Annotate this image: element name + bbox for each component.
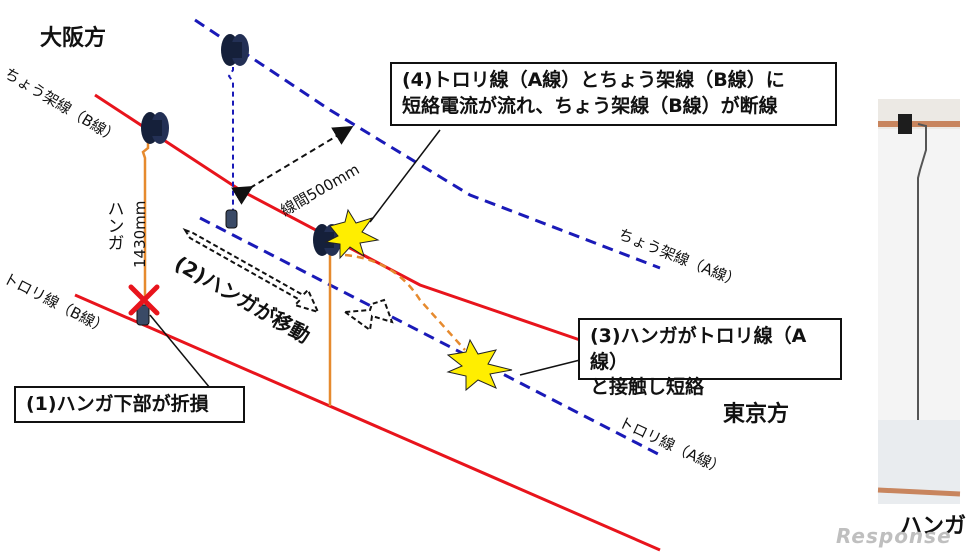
callout-4-line1: (4)トロリ線（A線）とちょう架線（B線）に [402,69,785,91]
reel-icon [221,34,249,66]
spark-icon-bottom [446,338,513,392]
callout-4-line2: 短絡電流が流れ、ちょう架線（B線）が断線 [402,94,778,117]
leader-c1 [149,314,211,389]
movement-arrow [182,228,394,332]
callout-messenger-cut: (4)トロリ線（A線）とちょう架線（B線）に 短絡電流が流れ、ちょう架線（B線）… [390,62,837,126]
trolley-wire-a [199,216,661,457]
spark-icon-top [324,208,380,260]
hanger-b [141,140,150,300]
messenger-wire-a [194,18,661,270]
leader-c4 [369,129,441,223]
hanger-length-label: 1430mm [131,200,149,268]
callout-hanger-broken: (1)ハンガ下部が折損 [14,386,245,423]
hanger-photo [877,99,961,504]
callout-1-text: (1)ハンガ下部が折損 [26,393,209,415]
callout-3-line1: (3)ハンガがトロリ線（A線） [590,325,807,373]
hanger-a [227,58,234,218]
ear-clip-b [136,304,150,326]
trolley-wire-b [74,293,661,552]
osaka-label: 大阪方 [40,26,107,51]
swinging-hanger [344,253,466,351]
watermark-logo: Response [836,524,952,548]
callout-3-line2: と接触し短絡 [590,376,705,399]
hanger-vertical-label: ハンガ [103,200,124,251]
reel-icon [141,112,169,144]
photo-caption: ハンガ [900,514,967,539]
ear-clip-a [225,209,238,229]
leader-c3 [519,359,581,376]
tokyo-label: 東京方 [723,402,790,427]
callout-contact-short: (3)ハンガがトロリ線（A線） と接触し短絡 [578,318,842,398]
broken-mark-icon [128,284,160,316]
